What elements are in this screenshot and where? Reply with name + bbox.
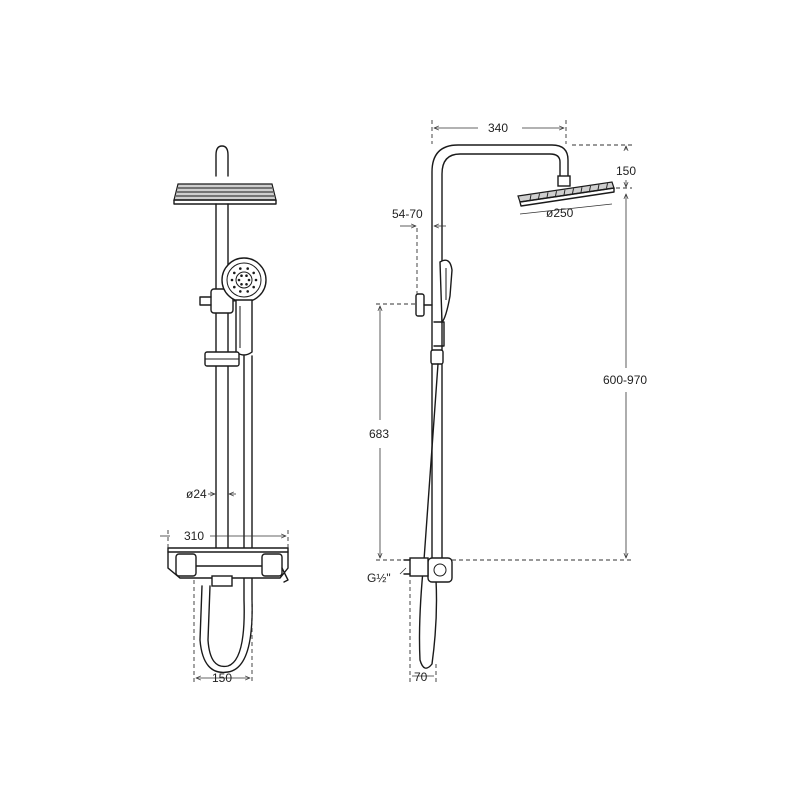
side-holder <box>430 349 444 365</box>
side-slider-bracket <box>415 293 433 317</box>
side-hand-shower <box>430 259 453 365</box>
side-view: 340 150 ø250 54-70 683 <box>367 120 647 684</box>
dim-connection-thread: G½" <box>367 567 407 585</box>
hose-outer <box>207 355 245 668</box>
head-nozzle-tick <box>538 193 540 199</box>
nozzle-dot <box>237 278 241 282</box>
dim-hose-width: 150 <box>193 580 253 685</box>
dim-label-height-adjust: 600-970 <box>603 373 647 387</box>
nozzle-dot <box>233 271 236 275</box>
dim-label-arm-length: 340 <box>488 121 508 135</box>
hand-shower-face <box>221 257 267 303</box>
shower-arm-outer <box>431 144 569 561</box>
nozzle-dot <box>252 271 255 275</box>
head-nozzle-tick <box>555 191 557 197</box>
dim-head-diameter: ø250 <box>519 203 613 220</box>
dim-thermostat-width: 310 <box>160 529 289 548</box>
dim-label-bottom-depth: 70 <box>414 670 428 684</box>
side-hose <box>418 363 439 669</box>
mixer-outlet <box>211 575 233 587</box>
head-nozzles <box>529 183 608 201</box>
temperature-knob <box>175 553 197 577</box>
head-nozzle-tick <box>546 192 549 198</box>
dim-label-thermostat-width: 310 <box>184 529 204 543</box>
wall-connector <box>409 557 429 577</box>
nozzle-dot <box>230 278 234 282</box>
dim-label-head-diameter: ø250 <box>546 206 574 220</box>
nozzle-dot <box>246 267 249 270</box>
nozzle-dot <box>254 278 258 282</box>
rain-shower-head <box>173 183 277 205</box>
nozzle-dot <box>247 278 251 282</box>
head-nozzle-tick <box>580 187 583 193</box>
thermostatic-mixer <box>167 547 289 587</box>
hand-shower-handle <box>235 299 253 356</box>
nozzle-dot <box>239 290 242 293</box>
dim-height-holder: 683 <box>369 303 416 561</box>
dim-label-connection-thread: G½" <box>367 571 391 585</box>
dim-label-head-offset: 150 <box>616 164 636 178</box>
slider-knob <box>199 296 212 306</box>
round-shower-head <box>517 181 615 207</box>
head-nozzle-tick <box>606 183 608 189</box>
flow-knob <box>261 553 283 577</box>
nozzle-dot <box>240 274 243 278</box>
pipe-top-cap <box>215 145 229 177</box>
nozzle-dot <box>245 274 248 278</box>
spout <box>281 567 289 583</box>
dim-label-wall-offset: 54-70 <box>392 207 423 221</box>
nozzle-dot <box>252 285 255 289</box>
hand-shower-holder <box>204 351 240 367</box>
dim-pipe-diameter: ø24 <box>186 487 236 501</box>
front-view: ø24 310 150 <box>160 145 289 685</box>
nozzle-dot <box>240 283 243 286</box>
head-swivel <box>557 175 571 187</box>
head-nozzle-tick <box>563 189 566 195</box>
head-nozzle-tick <box>572 188 574 194</box>
dim-label-pipe-diameter: ø24 <box>186 487 207 501</box>
dim-label-height-holder: 683 <box>369 427 389 441</box>
nozzle-dot <box>233 285 236 289</box>
nozzle-dot <box>246 290 249 293</box>
nozzle-dot <box>245 283 248 286</box>
side-mixer <box>403 557 453 583</box>
hand-shower <box>221 257 267 356</box>
head-nozzle-tick <box>529 194 532 201</box>
dim-wall-offset: 54-70 <box>392 207 446 294</box>
dim-head-offset: 150 <box>572 144 636 189</box>
dim-label-hose-width: 150 <box>212 671 232 685</box>
nozzle-dot <box>239 267 242 270</box>
head-nozzle-tick <box>589 185 591 191</box>
dim-arm-length: 340 <box>431 120 567 144</box>
dim-bottom-depth: 70 <box>409 580 437 684</box>
head-nozzle-tick <box>597 184 600 190</box>
shower-arm-inner <box>441 153 561 561</box>
hand-shower-nozzles <box>230 267 258 293</box>
dim-height-adjust: 600-970 <box>452 194 647 561</box>
